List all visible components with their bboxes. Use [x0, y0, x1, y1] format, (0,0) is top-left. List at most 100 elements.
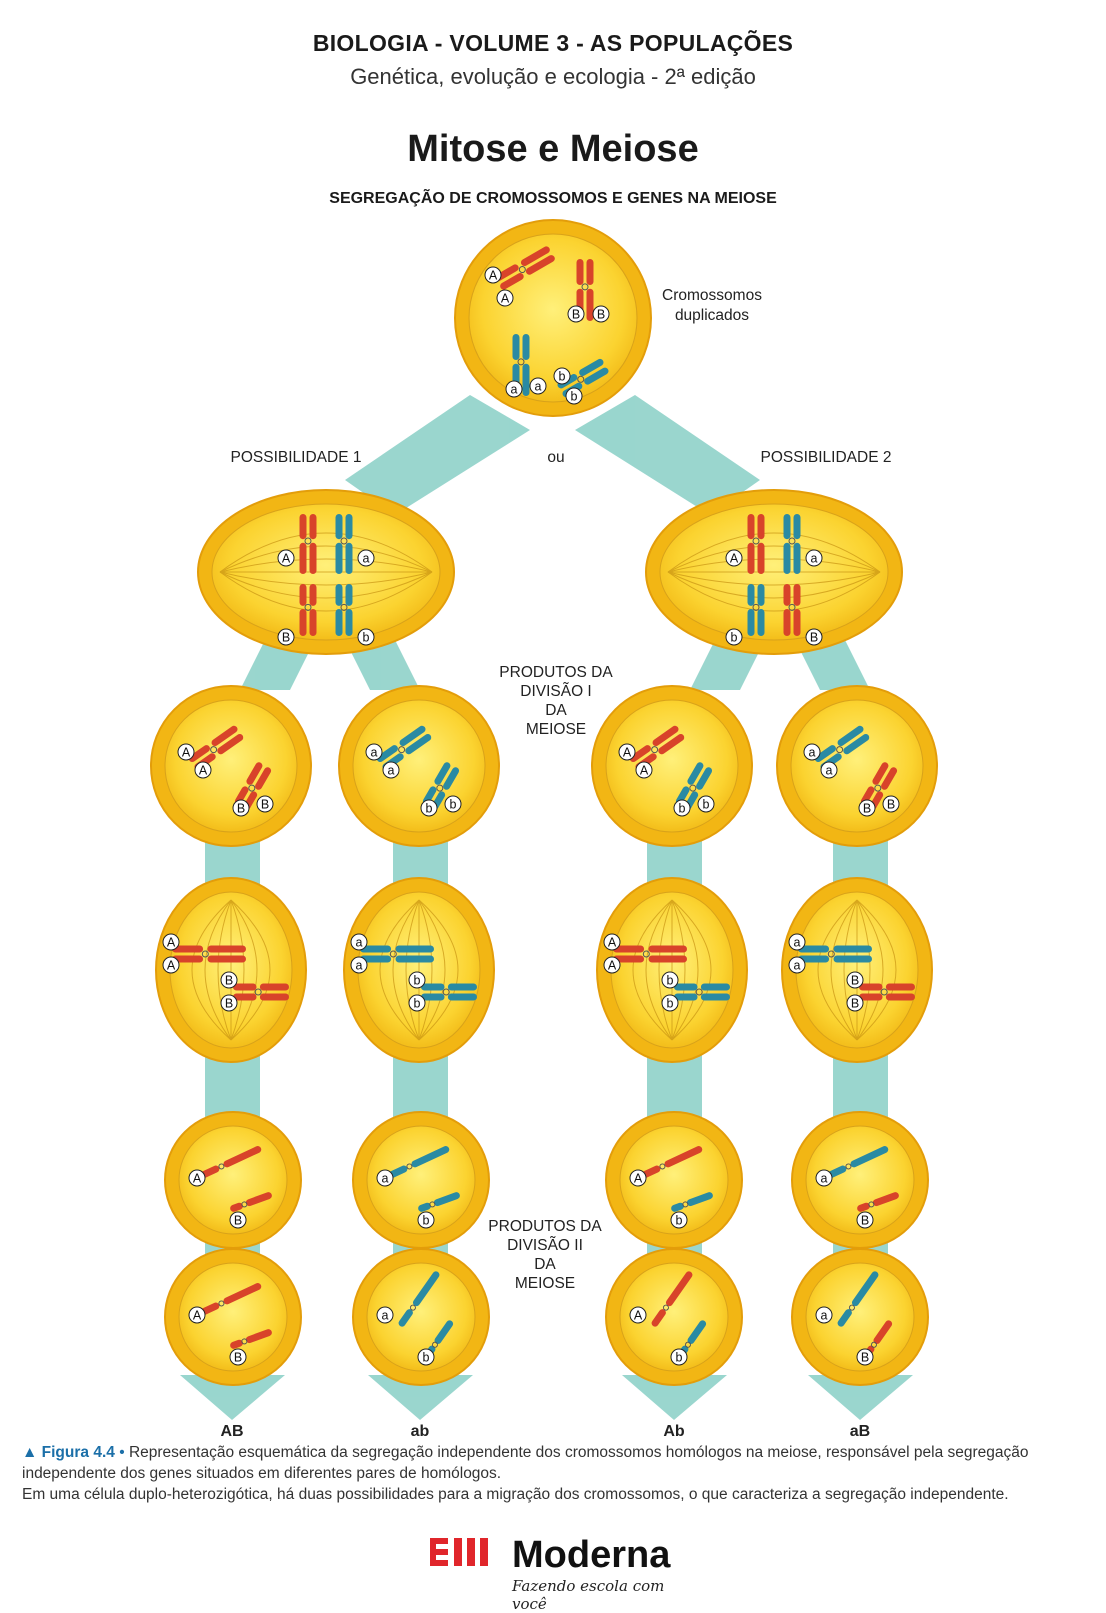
- chromatid-A: [200, 1146, 262, 1178]
- div1-label-4: MEIOSE: [526, 721, 586, 738]
- allele-A-label: A: [496, 289, 514, 307]
- svg-text:B: B: [887, 798, 895, 812]
- svg-text:A: A: [640, 764, 649, 778]
- svg-text:b: b: [450, 798, 457, 812]
- gamete-label-4: aB: [850, 1423, 870, 1440]
- book-subtitle: Genética, evolução e ecologia - 2ª ediçã…: [350, 64, 756, 89]
- spindle-lines: [667, 532, 881, 612]
- gamete-label-1: AB: [220, 1423, 243, 1440]
- svg-text:B: B: [810, 631, 818, 645]
- duplicated-label-1: Cromossomos: [662, 287, 762, 304]
- connector-oval1-cell2: [345, 640, 420, 690]
- svg-text:A: A: [167, 936, 176, 950]
- svg-text:a: a: [794, 936, 801, 950]
- allele-b-label: b: [408, 971, 426, 989]
- allele-a-label: a: [788, 933, 806, 951]
- svg-text:b: b: [414, 997, 421, 1011]
- chromosome-B: [859, 983, 915, 1001]
- book-title: BIOLOGIA - VOLUME 3 - AS POPULAÇÕES: [312, 30, 794, 56]
- svg-text:b: b: [423, 1351, 430, 1365]
- svg-text:B: B: [234, 1214, 242, 1228]
- svg-text:A: A: [634, 1309, 643, 1323]
- svg-text:B: B: [861, 1351, 869, 1365]
- allele-B-label: B: [256, 795, 274, 813]
- svg-text:b: b: [571, 390, 578, 404]
- svg-text:A: A: [730, 552, 739, 566]
- allele-a-label: a: [382, 761, 400, 779]
- allele-b-label: b: [417, 1348, 435, 1366]
- allele-A-label: A: [162, 933, 180, 951]
- svg-text:B: B: [863, 802, 871, 816]
- svg-text:a: a: [794, 959, 801, 973]
- gamete-label-3: Ab: [663, 1423, 685, 1440]
- div2-label-1: PRODUTOS DA: [488, 1218, 602, 1235]
- allele-A-label: A: [629, 1306, 647, 1324]
- allele-a-label: a: [376, 1169, 394, 1187]
- chromatid-b: [671, 1192, 713, 1212]
- allele-B-label: B: [856, 1211, 874, 1229]
- chromatid-A: [651, 1271, 693, 1327]
- allele-b-label: b: [661, 994, 679, 1012]
- caption-bullet-icon: •: [119, 1444, 125, 1461]
- svg-text:A: A: [623, 746, 632, 760]
- spindle-lines: [191, 899, 271, 1041]
- svg-text:B: B: [261, 798, 269, 812]
- allele-b-label: b: [357, 628, 375, 646]
- svg-text:A: A: [199, 764, 208, 778]
- div1-label-3: DA: [545, 702, 567, 719]
- allele-B-label: B: [882, 795, 900, 813]
- allele-b-label: b: [553, 367, 571, 385]
- brand-name: Moderna: [512, 1534, 671, 1576]
- svg-text:B: B: [597, 308, 605, 322]
- chromatid-B: [857, 1192, 899, 1212]
- allele-A-label: A: [484, 266, 502, 284]
- arrowhead-1: [180, 1375, 285, 1420]
- svg-text:b: b: [676, 1214, 683, 1228]
- chromatid-a: [388, 1146, 450, 1178]
- allele-A-label: A: [188, 1169, 206, 1187]
- chromatid-B: [230, 1192, 272, 1212]
- spindle-lines: [632, 899, 712, 1041]
- svg-text:B: B: [861, 1214, 869, 1228]
- allele-a-label: a: [815, 1169, 833, 1187]
- allele-B-label: B: [232, 799, 250, 817]
- gamete-label-2: ab: [411, 1423, 430, 1440]
- allele-B-label: B: [220, 971, 238, 989]
- chromosome-A: [172, 945, 246, 963]
- cell-product-II-1b: AB: [164, 1248, 302, 1386]
- cell-product-II-4b: aB: [791, 1248, 929, 1386]
- svg-text:A: A: [489, 269, 498, 283]
- allele-b-label: b: [408, 994, 426, 1012]
- arrowhead-4: [808, 1375, 913, 1420]
- allele-B-label: B: [220, 994, 238, 1012]
- allele-a-label: a: [820, 761, 838, 779]
- cell-product-II-3b: Ab: [605, 1248, 743, 1386]
- bivalent-top-right: [783, 514, 801, 575]
- svg-text:B: B: [851, 997, 859, 1011]
- possibility-1-label: POSSIBILIDADE 1: [231, 449, 362, 466]
- svg-text:b: b: [703, 798, 710, 812]
- allele-a-label: a: [805, 549, 823, 567]
- allele-B-label: B: [846, 994, 864, 1012]
- arrowhead-3: [622, 1375, 727, 1420]
- svg-text:b: b: [414, 974, 421, 988]
- svg-text:b: b: [559, 370, 566, 384]
- svg-text:B: B: [851, 974, 859, 988]
- allele-A-label: A: [618, 743, 636, 761]
- chromatid-b: [418, 1192, 460, 1212]
- allele-B-label: B: [567, 305, 585, 323]
- svg-text:a: a: [811, 552, 818, 566]
- cell-product-I-4: aaB B: [776, 685, 938, 847]
- page-title: Mitose e Meiose: [407, 128, 699, 170]
- spindle-lines: [219, 532, 433, 612]
- cell-product-II-2a: ab: [352, 1111, 490, 1249]
- connector-top-left: [345, 395, 530, 515]
- allele-a-label: a: [803, 743, 821, 761]
- svg-text:A: A: [182, 746, 191, 760]
